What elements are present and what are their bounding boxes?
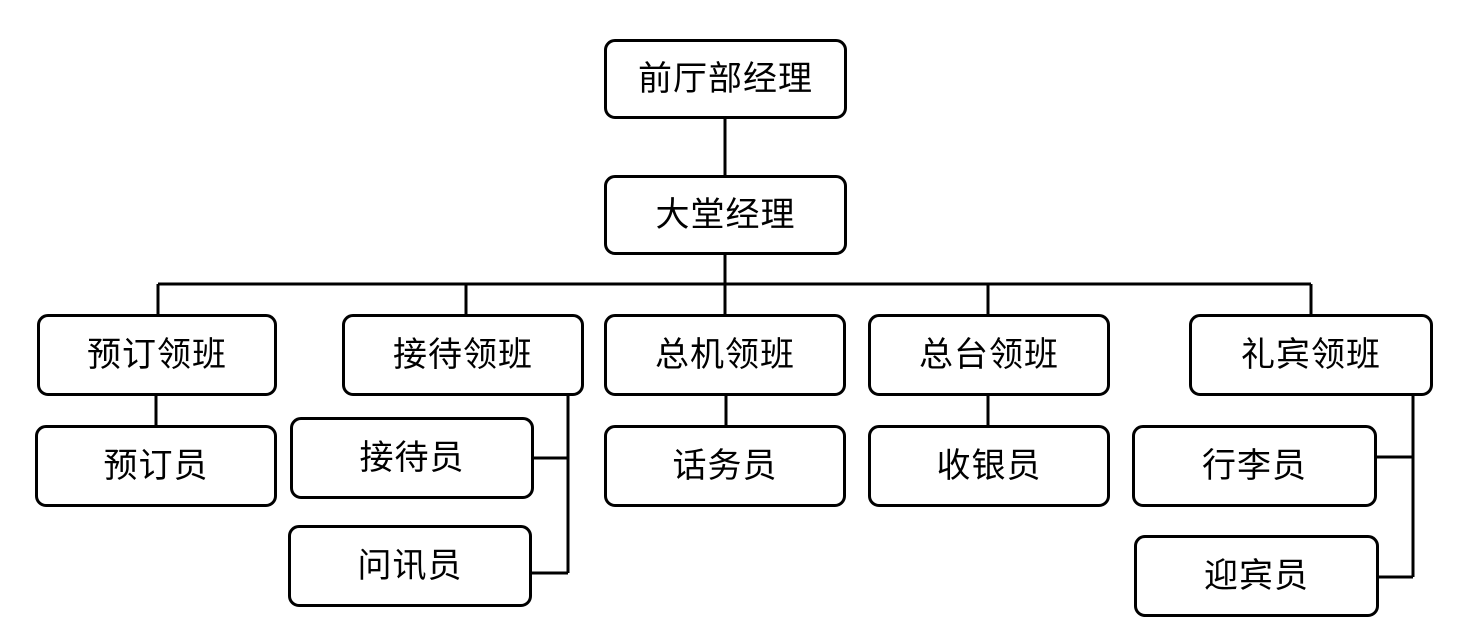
node-lobby-manager: 大堂经理 <box>604 175 847 255</box>
node-switchboard-supervisor: 总机领班 <box>604 314 846 396</box>
node-reservation-clerk: 预订员 <box>35 425 277 507</box>
node-operator: 话务员 <box>604 425 846 507</box>
node-receptionist: 接待员 <box>290 417 534 499</box>
node-greeter: 迎宾员 <box>1134 535 1379 617</box>
node-front-office-manager: 前厅部经理 <box>604 39 847 119</box>
node-concierge-supervisor: 礼宾领班 <box>1189 314 1433 396</box>
node-information-clerk: 问讯员 <box>288 525 532 607</box>
node-reception-supervisor: 接待领班 <box>342 314 584 396</box>
node-cashier: 收银员 <box>868 425 1110 507</box>
node-front-desk-supervisor: 总台领班 <box>868 314 1110 396</box>
node-reservation-supervisor: 预订领班 <box>37 314 277 396</box>
node-bellboy: 行李员 <box>1132 425 1377 507</box>
